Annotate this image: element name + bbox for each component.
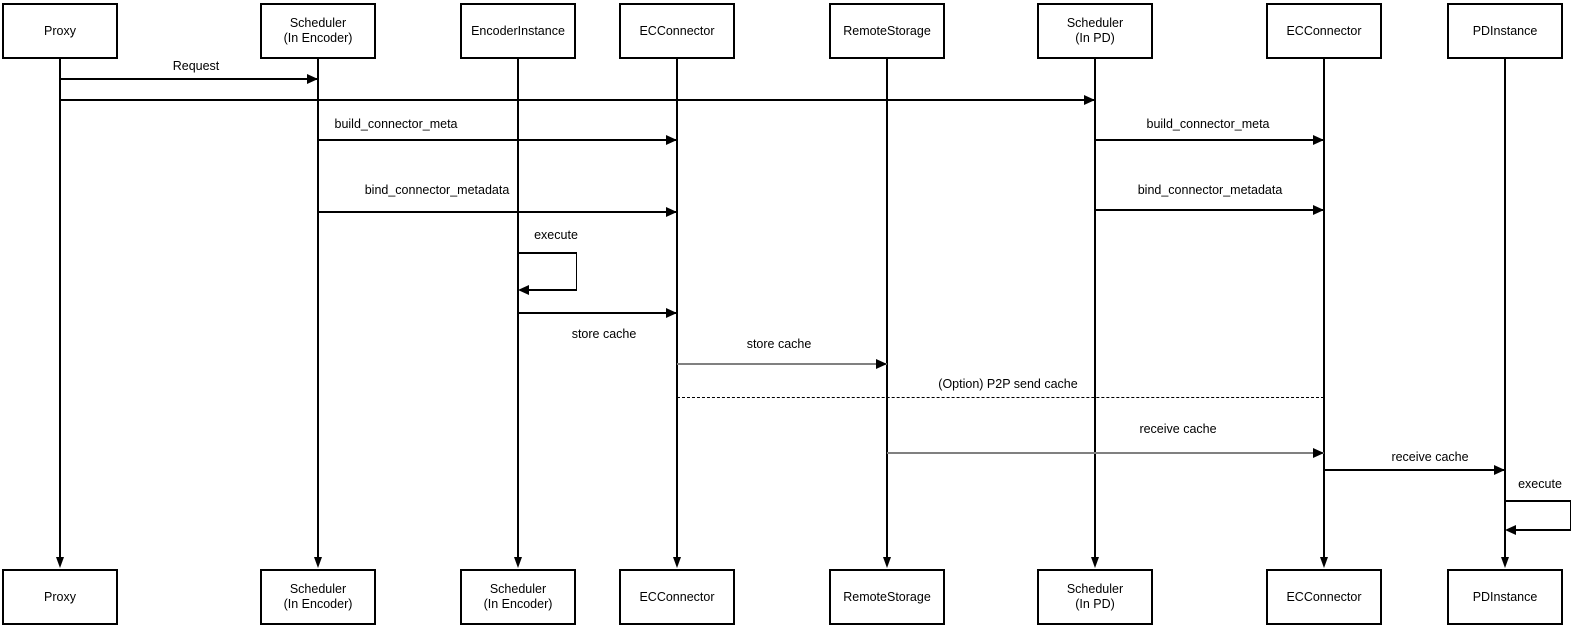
lifeline-scheduler-in-encoder (317, 59, 319, 557)
actor-bottom-box-ec-connector-pd: ECConnector (1266, 569, 1382, 625)
lifeline-arrowhead-ec-connector-pd (1319, 557, 1328, 568)
actor-top-box-remote-storage: RemoteStorage (829, 3, 945, 59)
message-label-receive-cache-remote: receive cache (1139, 422, 1217, 436)
lifeline-arrowhead-scheduler-in-encoder (313, 557, 322, 568)
message-label-build-connector-meta-pd: build_connector_meta (1146, 117, 1270, 131)
actor-bottom-box-pd-instance: PDInstance (1447, 569, 1563, 625)
actor-bottom-box-scheduler-in-encoder: Scheduler (In Encoder) (260, 569, 376, 625)
lifeline-arrowhead-scheduler-in-pd (1090, 557, 1099, 568)
lifeline-ec-connector-encoder (676, 59, 678, 557)
message-line-receive-cache-remote (887, 451, 1324, 455)
self-message-arrowhead-execute-pd (1505, 524, 1516, 535)
actor-top-box-proxy: Proxy (2, 3, 118, 59)
message-arrowhead-receive-cache-remote (1313, 448, 1324, 458)
self-message-bottom-execute-pd (1514, 529, 1571, 531)
self-message-top-execute-pd (1505, 500, 1571, 502)
self-message-arrowhead-execute-encoder (518, 284, 529, 295)
lifeline-encoder-instance (517, 59, 519, 557)
message-arrowhead-bind-connector-metadata-encoder (666, 207, 677, 217)
lifeline-arrowhead-encoder-instance (513, 557, 522, 568)
lifeline-pd-instance (1504, 59, 1506, 557)
message-label-store-cache-encoder: store cache (571, 327, 637, 341)
message-arrowhead-build-connector-meta-pd (1313, 135, 1324, 145)
self-message-side-execute-encoder (575, 252, 577, 291)
lifeline-proxy (59, 59, 61, 557)
message-label-p2p-send-cache: (Option) P2P send cache (938, 377, 1078, 391)
lifeline-arrowhead-proxy (55, 557, 64, 568)
actor-top-box-ec-connector-encoder: ECConnector (619, 3, 735, 59)
actor-bottom-box-remote-storage: RemoteStorage (829, 569, 945, 625)
message-line-bind-connector-metadata-encoder (318, 211, 677, 213)
actor-bottom-box-scheduler-in-pd: Scheduler (In PD) (1037, 569, 1153, 625)
message-label-store-cache-remote: store cache (746, 337, 812, 351)
message-arrowhead-proxy-to-scheduler-pd (1084, 95, 1095, 105)
message-line-receive-cache-pd (1324, 469, 1505, 471)
actor-top-box-encoder-instance: EncoderInstance (460, 3, 576, 59)
message-line-proxy-to-scheduler-pd (60, 99, 1095, 101)
message-line-p2p-send-cache (677, 397, 1324, 399)
message-arrowhead-bind-connector-metadata-pd (1313, 205, 1324, 215)
message-label-receive-cache-pd: receive cache (1391, 450, 1469, 464)
lifeline-ec-connector-pd (1323, 59, 1325, 557)
message-line-build-connector-meta-pd (1095, 139, 1324, 141)
message-arrowhead-receive-cache-pd (1494, 465, 1505, 475)
message-line-store-cache-remote (677, 362, 887, 366)
self-message-side-execute-pd (1569, 500, 1571, 531)
message-line-store-cache-encoder (518, 312, 677, 314)
message-arrowhead-request (307, 74, 318, 84)
message-label-build-connector-meta-encoder: build_connector_meta (334, 117, 458, 131)
actor-top-box-ec-connector-pd: ECConnector (1266, 3, 1382, 59)
message-label-request: Request (172, 59, 220, 73)
actor-top-box-scheduler-in-encoder: Scheduler (In Encoder) (260, 3, 376, 59)
message-label-bind-connector-metadata-pd: bind_connector_metadata (1137, 183, 1283, 197)
lifeline-arrowhead-remote-storage (882, 557, 891, 568)
lifeline-arrowhead-ec-connector-encoder (672, 557, 681, 568)
actor-bottom-box-encoder-instance: Scheduler (In Encoder) (460, 569, 576, 625)
actor-bottom-box-ec-connector-encoder: ECConnector (619, 569, 735, 625)
self-message-bottom-execute-encoder (527, 289, 577, 291)
message-arrowhead-store-cache-remote (876, 359, 887, 369)
message-arrowhead-store-cache-encoder (666, 308, 677, 318)
message-arrowhead-build-connector-meta-encoder (666, 135, 677, 145)
lifeline-arrowhead-pd-instance (1500, 557, 1509, 568)
actor-top-box-scheduler-in-pd: Scheduler (In PD) (1037, 3, 1153, 59)
self-message-top-execute-encoder (518, 252, 577, 254)
lifeline-remote-storage (886, 59, 888, 557)
actor-bottom-box-proxy: Proxy (2, 569, 118, 625)
actor-top-box-pd-instance: PDInstance (1447, 3, 1563, 59)
lifeline-scheduler-in-pd (1094, 59, 1096, 557)
message-line-request (60, 78, 318, 80)
message-label-bind-connector-metadata-encoder: bind_connector_metadata (364, 183, 510, 197)
message-label-execute-pd: execute (1518, 477, 1562, 491)
message-label-execute-encoder: execute (534, 228, 578, 242)
message-line-build-connector-meta-encoder (318, 139, 677, 141)
message-line-bind-connector-metadata-pd (1095, 209, 1324, 211)
